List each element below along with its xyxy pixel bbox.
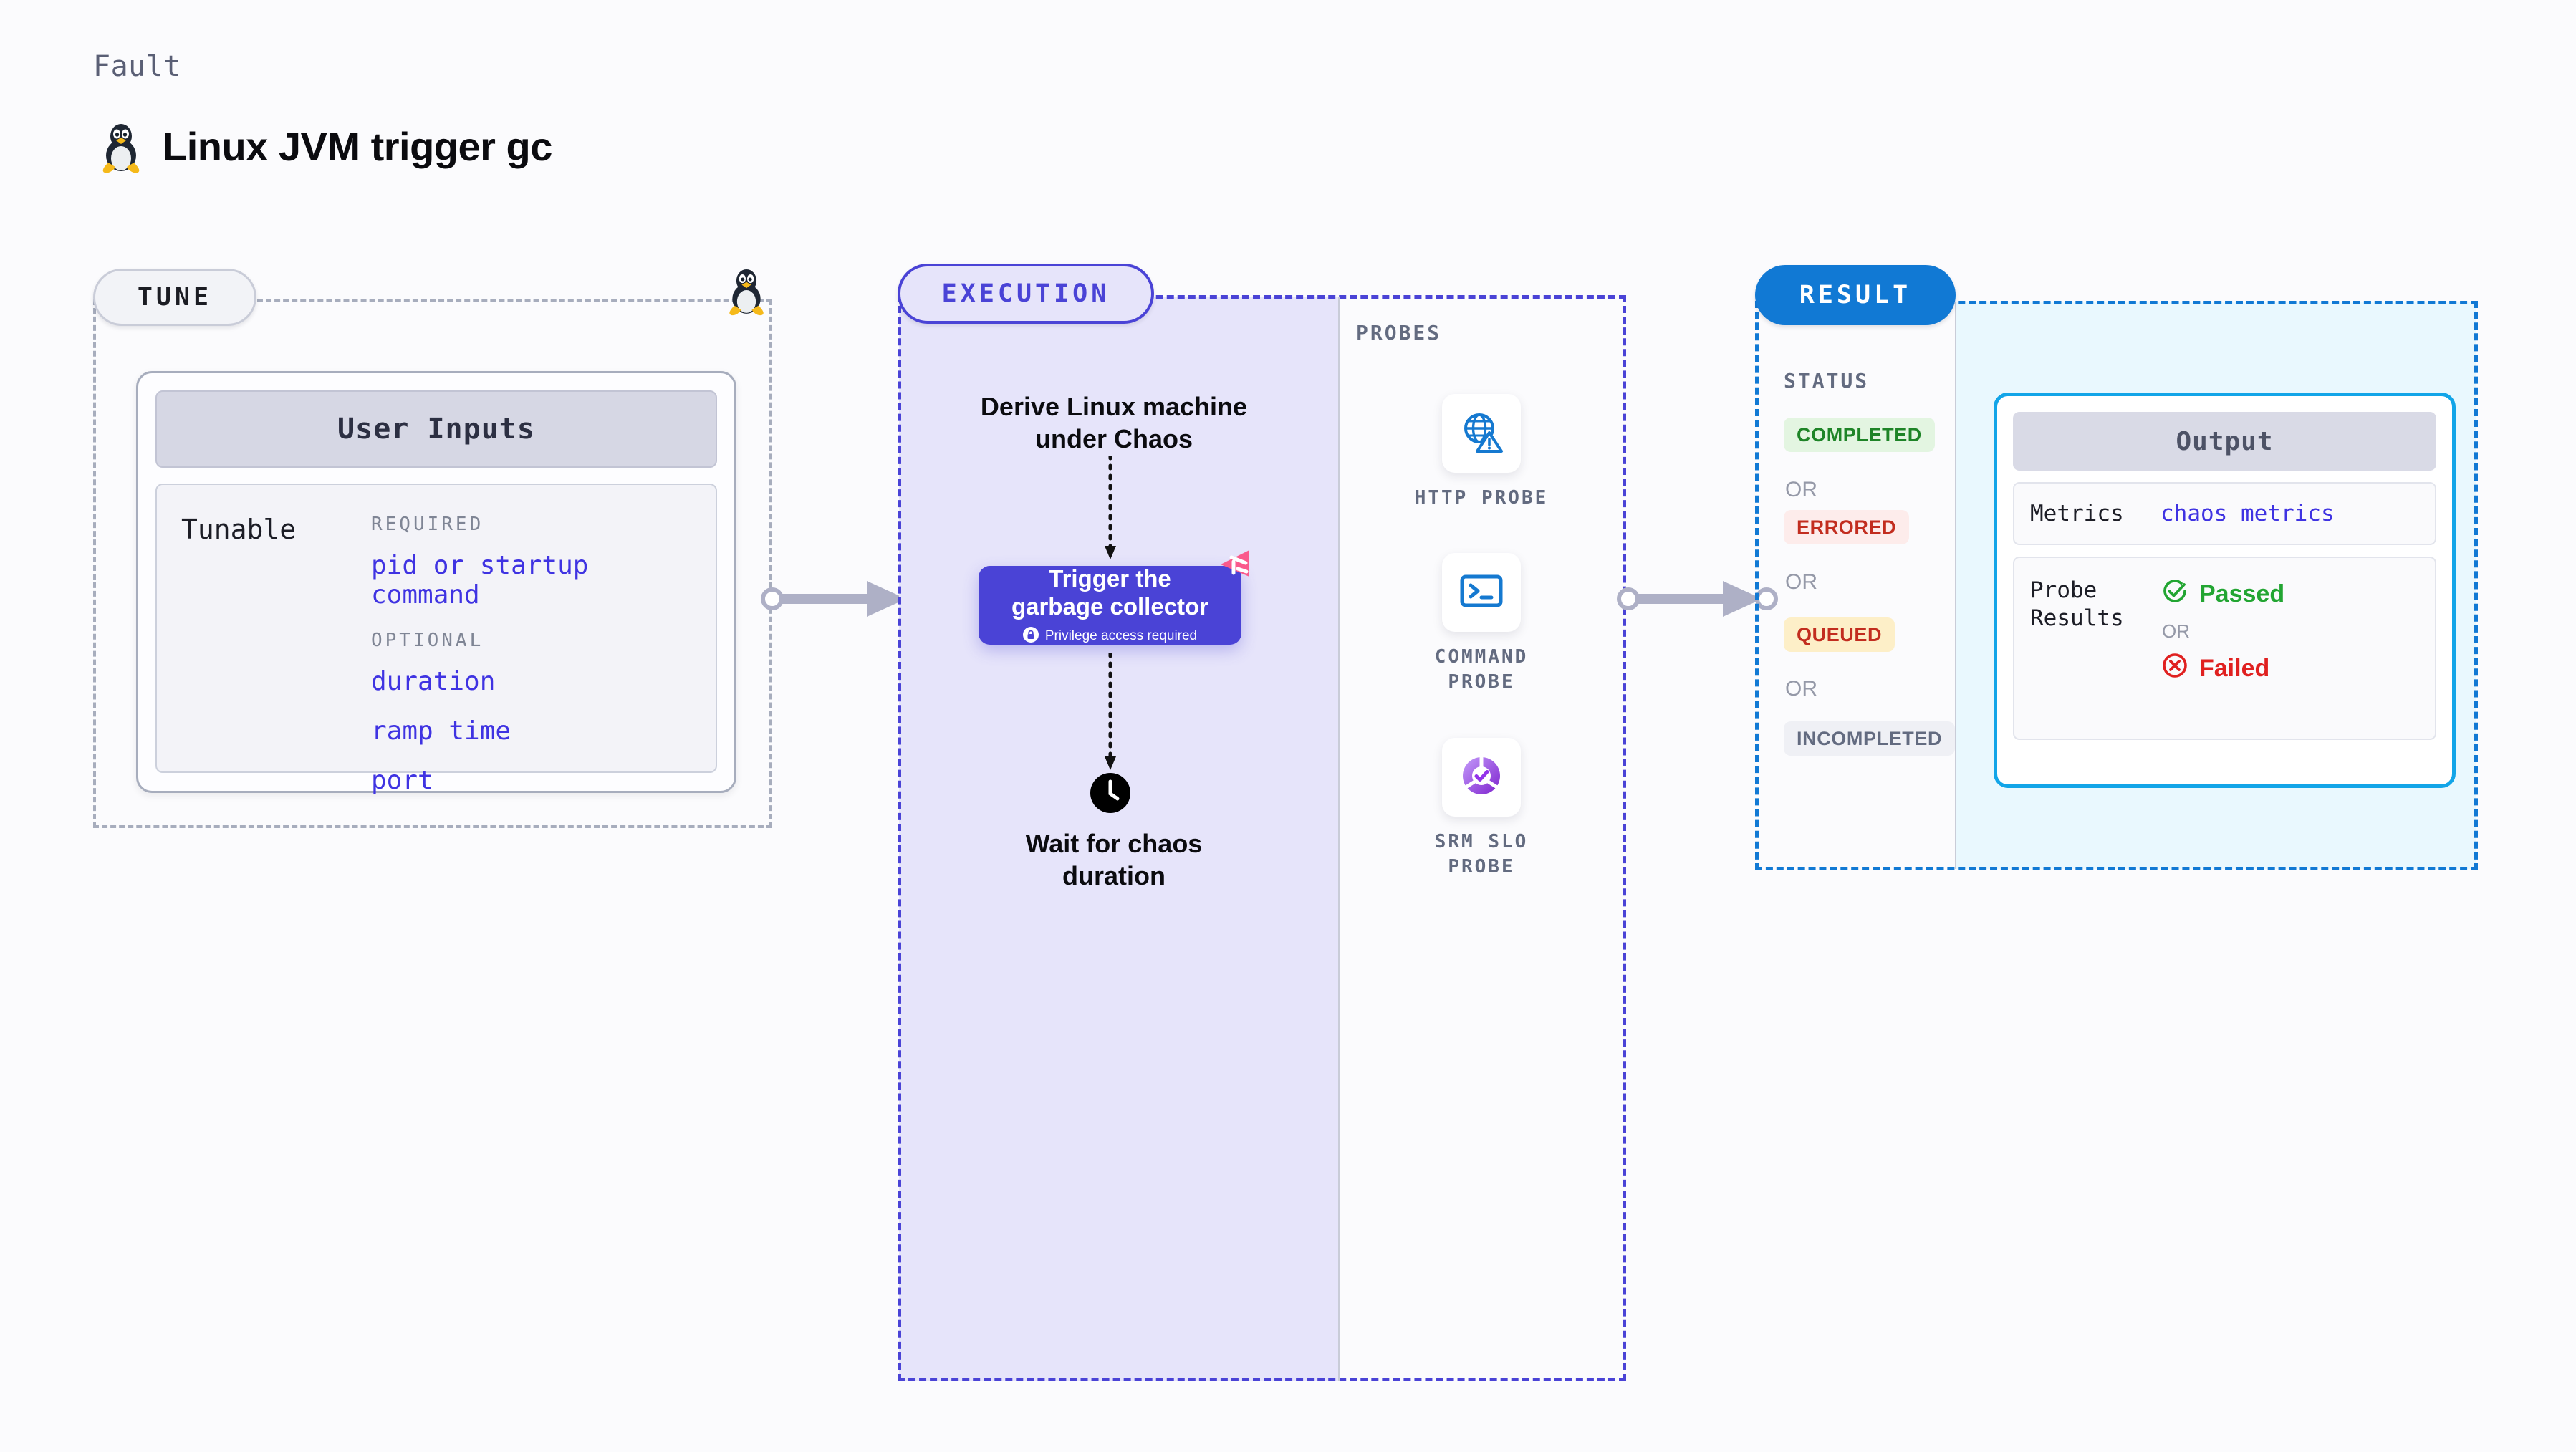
- optional-group-label: OPTIONAL: [371, 630, 484, 651]
- probe-results-values: Passed OR Failed: [2161, 577, 2284, 686]
- execution-background: [899, 297, 1338, 1381]
- fault-title-row: Linux JVM trigger gc: [98, 118, 552, 174]
- srm-slo-icon: [1458, 753, 1504, 802]
- probe-result-passed: Passed: [2161, 577, 2284, 612]
- status-or-1: OR: [1785, 478, 1817, 501]
- status-label: STATUS: [1784, 369, 1870, 393]
- probe-caption-command: COMMAND PROBE: [1434, 646, 1529, 693]
- tunable-item-pid-or-startup-command[interactable]: pid or startup command: [371, 551, 589, 610]
- tune-frame-top-border: [93, 299, 772, 302]
- lock-icon: [1022, 626, 1039, 645]
- linux-penguin-icon: [98, 118, 144, 174]
- failed-label: Failed: [2199, 655, 2270, 682]
- status-badge-completed: COMPLETED: [1784, 418, 1935, 452]
- page-title: Linux JVM trigger gc: [163, 123, 552, 169]
- tunable-list: REQUIRED pid or startup command OPTIONAL…: [371, 514, 691, 795]
- status-badge-errored: ERRORED: [1784, 510, 1910, 544]
- probe-caption-srm-slo: SRM SLO PROBE: [1434, 831, 1529, 878]
- result-section-pill[interactable]: RESULT: [1755, 265, 1956, 325]
- status-or-3: OR: [1785, 677, 1817, 701]
- tunable-item-duration[interactable]: duration: [371, 667, 496, 696]
- metrics-value[interactable]: chaos metrics: [2161, 501, 2335, 527]
- chaos-bolt-icon: [1212, 544, 1254, 589]
- execution-frame-top-border: [898, 295, 1626, 299]
- output-card: Output Metrics chaos metrics Probe Resul…: [1994, 393, 2456, 788]
- probe-result-failed: Failed: [2161, 651, 2284, 686]
- result-divider: [1955, 302, 1956, 869]
- tunable-item-port[interactable]: port: [371, 766, 433, 795]
- status-badge-queued: QUEUED: [1784, 617, 1895, 652]
- status-badge-incompleted: INCOMPLETED: [1784, 721, 1956, 756]
- probe-tile-http: [1442, 394, 1521, 473]
- execution-section-pill[interactable]: EXECUTION: [898, 264, 1154, 324]
- globe-alert-icon: [1459, 410, 1504, 457]
- probe-caption-http: HTTP PROBE: [1414, 487, 1549, 509]
- connector-execution-to-result: [1615, 577, 1780, 623]
- status-or-2: OR: [1785, 570, 1817, 594]
- output-metrics-row: Metrics chaos metrics: [2013, 482, 2436, 545]
- output-probe-results-row: Probe Results Passed OR: [2013, 557, 2436, 740]
- probe-tile-command: [1442, 553, 1521, 632]
- user-inputs-header: User Inputs: [155, 390, 717, 468]
- probe-tile-srm-slo: [1442, 738, 1521, 817]
- privilege-access-text: Privilege access required: [1044, 628, 1198, 643]
- clock-icon: [1090, 773, 1130, 816]
- tune-user-inputs-card: User Inputs Tunable REQUIRED pid or star…: [136, 371, 736, 795]
- tunable-box: Tunable REQUIRED pid or startup command …: [155, 484, 717, 795]
- trigger-garbage-collector-node[interactable]: Trigger the garbage collector Privilege …: [979, 565, 1241, 645]
- probe-results-label: Probe Results: [2030, 577, 2124, 631]
- terminal-icon: [1459, 573, 1504, 612]
- tunable-label: Tunable: [181, 514, 297, 545]
- tune-section-frame: [93, 299, 772, 828]
- result-section-frame: [1755, 301, 2478, 870]
- required-group-label: REQUIRED: [371, 514, 484, 535]
- probe-item-srm-slo[interactable]: SRM SLO PROBE: [1381, 738, 1582, 880]
- linux-penguin-marker-icon: [725, 264, 768, 319]
- fault-eyebrow-label: Fault: [93, 50, 181, 83]
- step-derive-linux-machine: Derive Linux machine under Chaos: [980, 392, 1248, 453]
- execution-section-frame: [898, 295, 1626, 1381]
- probes-label: PROBES: [1356, 321, 1442, 345]
- probe-result-or: OR: [2162, 620, 2190, 642]
- x-circle-icon: [2161, 651, 2189, 686]
- output-header: Output: [2013, 412, 2436, 471]
- check-circle-icon: [2161, 577, 2189, 612]
- trigger-node-title: Trigger the garbage collector: [1011, 565, 1209, 620]
- metrics-label: Metrics: [2030, 500, 2124, 527]
- step-wait-for-chaos-duration: Wait for chaos duration: [1025, 829, 1203, 890]
- tune-section-pill[interactable]: TUNE: [93, 269, 256, 326]
- probe-item-http[interactable]: HTTP PROBE: [1381, 394, 1582, 511]
- arrow-trigger-to-wait: [1103, 651, 1118, 777]
- arrow-derive-to-trigger: [1103, 453, 1118, 566]
- passed-label: Passed: [2199, 580, 2285, 607]
- probes-divider: [1338, 297, 1340, 1381]
- privilege-access-row: Privilege access required: [1022, 626, 1198, 645]
- tunable-item-ramp-time[interactable]: ramp time: [371, 716, 511, 746]
- result-frame-top-border: [1755, 301, 2478, 304]
- probe-item-command[interactable]: COMMAND PROBE: [1381, 553, 1582, 695]
